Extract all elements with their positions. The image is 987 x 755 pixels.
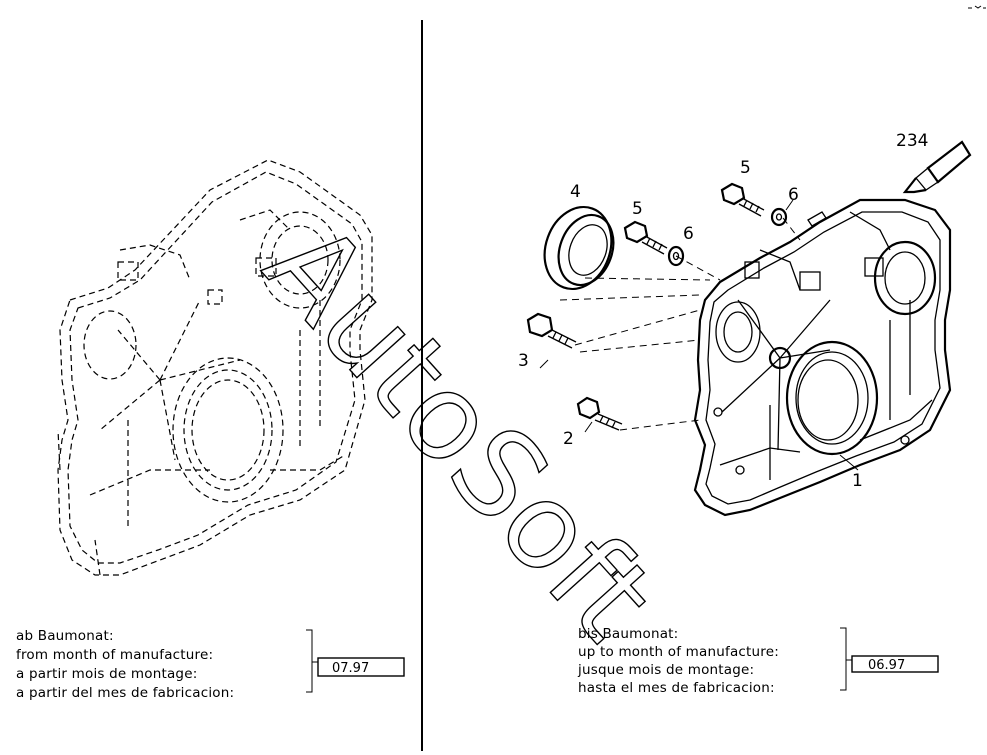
sealant-tube-part-234 [902,140,972,194]
bolt-part-2 [576,396,623,431]
seal-ring-part-4 [543,205,615,291]
bolt-part-5-upper [720,182,765,217]
part-label-4: 4 [570,182,581,202]
watermark-text: AutoSoft [239,196,681,665]
part-label-234: 234 [896,131,928,151]
left-note-line-2: from month of manufacture: [16,647,213,663]
left-date-box [317,657,405,677]
right-note-block: bis Baumonat: up to month of manufacture… [577,626,939,696]
left-note-line-1: ab Baumonat: [16,628,114,644]
right-note-line-1: bis Baumonat: [578,626,678,642]
left-note-bracket [306,629,318,693]
right-housing-part-1 [693,198,952,517]
washer-part-6-upper [770,207,788,227]
washer-part-6-lower [667,245,685,267]
part-number-labels: 234 5 6 4 5 6 3 2 1 [518,131,928,491]
right-note-line-3: jusque mois de montage: [577,662,754,678]
part-label-1: 1 [852,471,863,491]
right-note-bracket [840,627,852,691]
right-note-line-2: up to month of manufacture: [578,644,779,660]
part-label-5-upper: 5 [740,158,751,178]
part-label-6-upper: 6 [788,185,799,205]
corner-mark [968,5,986,9]
left-note-line-4: a partir del mes de fabricacion: [16,685,234,701]
right-date-value: 06.97 [868,658,905,673]
left-note-block: ab Baumonat: from month of manufacture: … [16,628,405,701]
right-note-line-4: hasta el mes de fabricacion: [578,680,775,696]
part-label-2: 2 [563,429,574,449]
bolt-part-3 [526,312,577,349]
left-note-line-3: a partir mois de montage: [16,666,197,682]
part-label-5-lower: 5 [632,199,643,219]
part-label-3: 3 [518,351,529,371]
part-label-6-lower: 6 [683,224,694,244]
right-date-box [851,655,939,673]
bolt-part-5-lower [623,220,668,255]
left-date-value: 07.97 [332,661,369,676]
left-housing-dashed [57,159,373,576]
leader-lines [539,199,859,471]
